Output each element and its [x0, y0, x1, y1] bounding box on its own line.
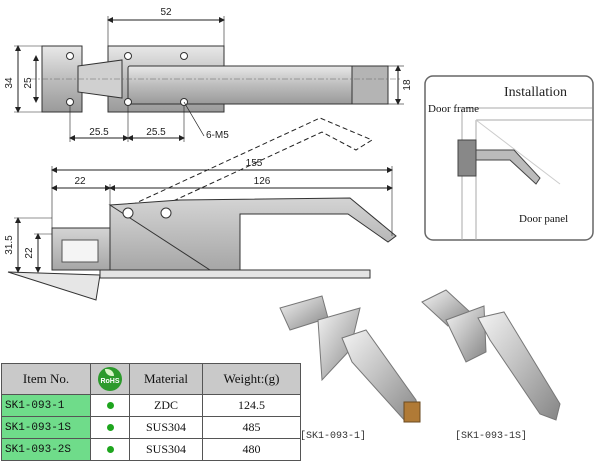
product-photo-right [421, 289, 561, 421]
row-rohs [90, 394, 130, 417]
table-row: SK1-093-1 ZDC 124.5 [1, 394, 301, 417]
table-row: SK1-093-2S SUS304 480 [1, 438, 301, 461]
dim-height-25: 25 [23, 77, 34, 89]
dim-spacing-a: 25.5 [89, 127, 109, 138]
dim-height-34: 34 [4, 77, 15, 89]
row-material: SUS304 [129, 416, 203, 439]
row-rohs [90, 438, 130, 461]
dim-side-22: 22 [24, 247, 35, 259]
row-item: SK1-093-2S [1, 438, 91, 461]
installation-panel: Installation Door frame Door panel [424, 75, 594, 241]
header-weight: Weight:(g) [202, 363, 301, 395]
dim-spacing-b: 25.5 [146, 127, 166, 138]
spec-table: Item No. RoHS Material Weight:(g) SK1-09… [1, 363, 301, 461]
installation-title: Installation [504, 85, 567, 100]
product-photo-left [279, 295, 421, 423]
side-view: 155 22 126 31.5 22 [4, 117, 397, 301]
row-rohs [90, 416, 130, 439]
rohs-logo-icon: RoHS [98, 367, 122, 391]
top-view: 52 34 25 18 25.5 25.5 6-M5 [4, 7, 413, 142]
row-material: ZDC [129, 394, 203, 417]
header-material: Material [129, 363, 203, 395]
row-weight: 485 [202, 416, 301, 439]
dim-height-18: 18 [402, 79, 413, 91]
row-weight: 480 [202, 438, 301, 461]
dim-overall-155: 155 [246, 158, 263, 169]
caption-right: [SK1-093-1S] [455, 430, 527, 442]
caption-left: [SK1-093-1] [300, 430, 366, 442]
rohs-dot-icon [106, 402, 114, 409]
row-item: SK1-093-1S [1, 416, 91, 439]
door-panel-label: Door panel [519, 213, 568, 225]
row-material: SUS304 [129, 438, 203, 461]
dim-screws: 6-M5 [206, 130, 229, 141]
table-row: SK1-093-1S SUS304 485 [1, 416, 301, 439]
dim-top-width: 52 [160, 7, 172, 18]
spec-header-row: Item No. RoHS Material Weight:(g) [1, 363, 301, 395]
header-rohs: RoHS [90, 363, 130, 395]
row-item: SK1-093-1 [1, 394, 91, 417]
door-frame-label: Door frame [428, 103, 479, 115]
dim-side-31-5: 31.5 [4, 235, 15, 255]
header-item: Item No. [1, 363, 91, 395]
rohs-dot-icon [106, 446, 114, 453]
row-weight: 124.5 [202, 394, 301, 417]
dim-offset-22: 22 [74, 176, 86, 187]
rohs-dot-icon [106, 424, 114, 431]
dim-handle-126: 126 [254, 176, 271, 187]
